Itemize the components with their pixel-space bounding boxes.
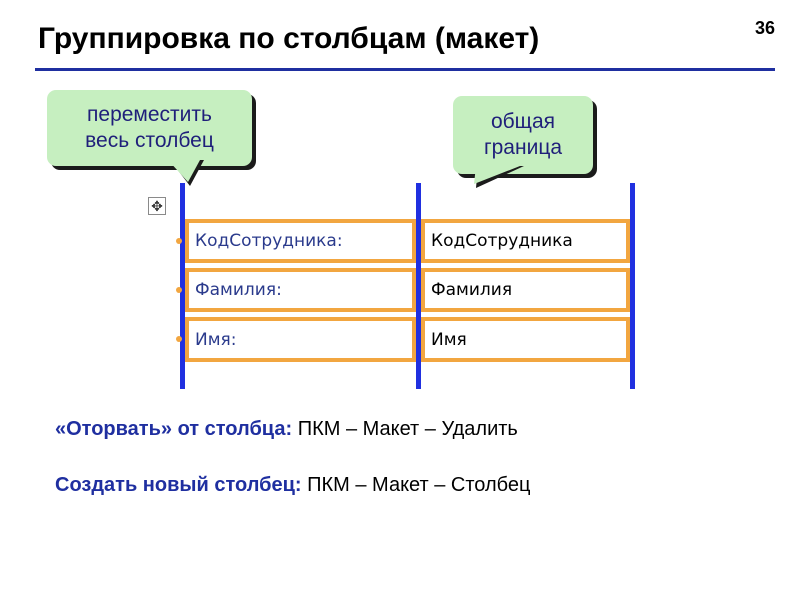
column-boundary-left[interactable] — [180, 183, 185, 389]
callout-move-tail — [168, 160, 204, 186]
textbox-employee-id[interactable]: КодСотрудника — [421, 219, 630, 263]
instruction-new-column: Создать новый столбец: ПКМ – Макет – Сто… — [55, 474, 530, 497]
move-cross-icon[interactable]: ✥ — [148, 197, 166, 215]
slide-title: Группировка по столбцам (макет) — [38, 22, 540, 55]
row-marker — [176, 287, 182, 293]
callout-move-line-1: переместить — [87, 103, 212, 126]
instruction-new-column-text: ПКМ – Макет – Столбец — [301, 474, 531, 496]
instruction-detach-lead: «Оторвать» от столбца: — [55, 418, 293, 440]
callout-border-line-2: граница — [483, 136, 563, 159]
callout-border-tail — [474, 166, 524, 188]
row-marker — [176, 336, 182, 342]
label-last-name[interactable]: Фамилия: — [185, 268, 416, 312]
callout-move-column: переместить весь столбец — [47, 90, 252, 166]
column-boundary-shared[interactable] — [416, 183, 421, 389]
textbox-last-name[interactable]: Фамилия — [421, 268, 630, 312]
column-boundary-right[interactable] — [630, 183, 635, 389]
title-divider — [35, 68, 775, 71]
callout-border-line-1: общая — [490, 110, 556, 133]
page-number: 36 — [755, 18, 776, 38]
callout-move-line-2: весь столбец — [85, 129, 214, 152]
label-employee-id[interactable]: КодСотрудника: — [185, 219, 416, 263]
instruction-new-column-lead: Создать новый столбец: — [55, 474, 302, 496]
instruction-detach-text: ПКМ – Макет – Удалить — [292, 418, 518, 440]
textbox-first-name[interactable]: Имя — [421, 317, 630, 362]
instruction-detach: «Оторвать» от столбца: ПКМ – Макет – Уда… — [55, 418, 518, 441]
label-first-name[interactable]: Имя: — [185, 317, 416, 362]
row-marker — [176, 238, 182, 244]
callout-shared-border: общая граница — [453, 96, 593, 174]
